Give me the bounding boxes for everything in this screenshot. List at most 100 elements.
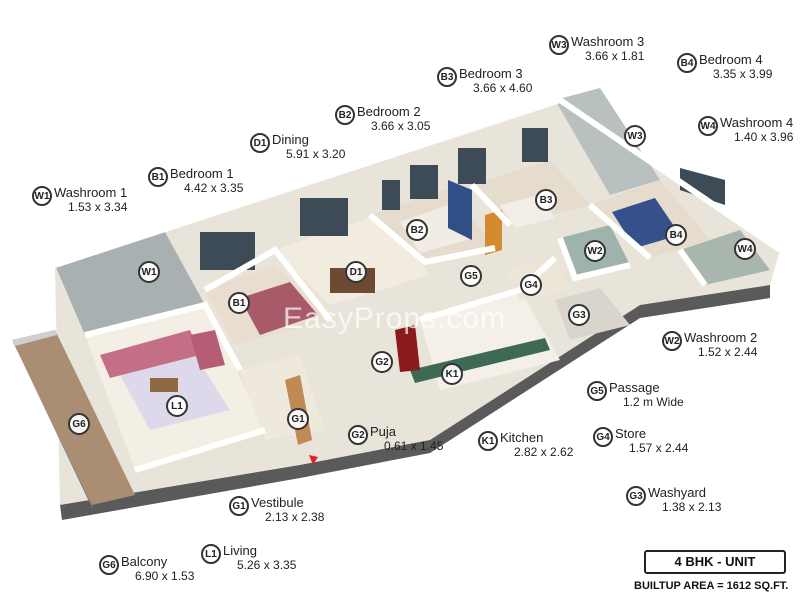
legend-dims: 2.82 x 2.62 [514,445,574,459]
plan-tag-g4: G4 [520,274,542,296]
balcony-railing [12,330,57,346]
legend-dims: 3.35 x 3.99 [713,67,773,81]
legend-code: L1 [201,544,221,564]
plan-tag-w3: W3 [624,125,646,147]
legend-code: K1 [478,431,498,451]
plan-tag-b3: B3 [535,189,557,211]
legend-code: W1 [32,186,52,206]
interior-walls [54,96,782,473]
plan-tag-g2: G2 [371,351,393,373]
window [410,165,438,199]
legend-code: W2 [662,331,682,351]
legend-code: G4 [593,427,613,447]
legend-dims: 5.91 x 3.20 [286,147,346,161]
plan-tag-g3: G3 [568,304,590,326]
legend-name: Puja [370,424,397,439]
legend-code: G1 [229,496,249,516]
legend-code: B1 [148,167,168,187]
legend-name: Washroom 3 [571,34,645,49]
legend-dims: 1.40 x 3.96 [734,130,794,144]
living-sofa [100,330,200,378]
entrance-marker [309,455,318,465]
legend-code: G3 [626,486,646,506]
plan-tag-g5: G5 [460,265,482,287]
legend-dims: 0.61 x 1.45 [384,439,444,453]
legend-dims: 1.57 x 2.44 [629,441,689,455]
coffee-table [150,378,178,392]
legend-dims: 3.66 x 4.60 [473,81,533,95]
legend-code: B3 [437,67,457,87]
legend-dims: 3.66 x 1.81 [585,49,645,63]
legend-name: Bedroom 4 [699,52,763,67]
legend-name: Living [223,543,257,558]
plan-tag-b4: B4 [665,224,687,246]
legend-name: Bedroom 2 [357,104,421,119]
legend-dims: 1.53 x 3.34 [68,200,128,214]
legend-code: W4 [698,116,718,136]
window [522,128,548,162]
legend-name: Bedroom 3 [459,66,523,81]
legend-dims: 6.90 x 1.53 [135,569,195,583]
unit-type-label: 4 BHK - UNIT [644,550,786,574]
plan-tag-w4: W4 [734,238,756,260]
window [458,148,486,184]
plan-tag-g6: G6 [68,413,90,435]
legend-name: Dining [272,132,309,147]
legend-dims: 2.13 x 2.38 [265,510,325,524]
plan-tag-w1: W1 [138,261,160,283]
watermark: EasyProps.com [283,302,507,335]
bedroom-2-headboard [448,180,472,240]
legend-code: G2 [348,425,368,445]
washyard-floor [555,288,630,340]
plan-tag-w2: W2 [584,240,606,262]
window [680,168,725,205]
legend-name: Passage [609,380,660,395]
plan-tag-b1: B1 [228,292,250,314]
legend-code: W3 [549,35,569,55]
legend-name: Washroom 4 [720,115,794,130]
washroom-1-floor [55,232,205,335]
dining-floor [275,215,430,305]
legend-dims: 1.52 x 2.44 [698,345,758,359]
legend-name: Kitchen [500,430,544,445]
legend-dims: 1.38 x 2.13 [662,500,722,514]
living-rug [120,355,230,430]
legend-dims: 4.42 x 3.35 [184,181,244,195]
legend-name: Balcony [121,554,168,569]
legend-code: G5 [587,381,607,401]
window [300,198,348,236]
plan-tag-d1: D1 [345,261,367,283]
legend-name: Washroom 1 [54,185,128,200]
legend-dims: 1.2 m Wide [623,395,684,409]
legend-dims: 5.26 x 3.35 [237,558,297,572]
window [382,180,400,210]
legend-name: Washroom 2 [684,330,758,345]
wardrobe-door [485,210,502,255]
legend-name: Vestibule [251,495,304,510]
legend-code: B2 [335,105,355,125]
plan-tag-g1: G1 [287,408,309,430]
builtup-area: BUILTUP AREA = 1612 SQ.FT. [634,580,789,592]
outer-wall-base [60,285,770,520]
legend-code: G6 [99,555,119,575]
plan-tag-l1: L1 [166,395,188,417]
legend-name: Bedroom 1 [170,166,234,181]
bedroom-3-floor [472,160,590,225]
bedroom-1-bed [240,282,318,335]
legend-name: Store [615,426,647,441]
